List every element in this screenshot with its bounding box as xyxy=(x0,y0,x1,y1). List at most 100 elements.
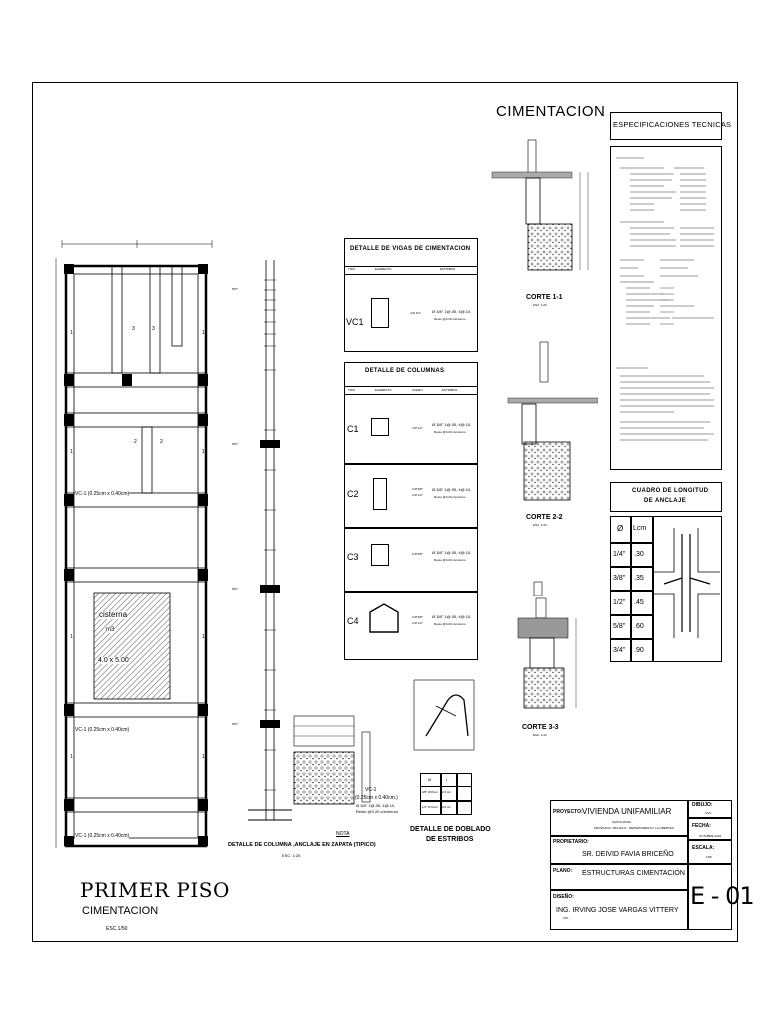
svg-text:1: 1 xyxy=(202,634,205,640)
svg-text:2: 2 xyxy=(134,439,137,445)
columna-c4-acero: 4 Ø 5/8" xyxy=(412,615,423,619)
columna-c1-estribos: Ø 3/8" 1@.05, 4@.10, xyxy=(432,422,472,427)
doblado-title: DETALLE DE DOBLADO xyxy=(410,826,491,833)
vc-dimensions: (0.25cm x 0.40cm.) xyxy=(355,795,398,801)
columnas-title: DETALLE DE COLUMNAS xyxy=(365,368,445,374)
anclaje-row1-phi: 1/4" xyxy=(613,551,626,558)
tb-plano-cell xyxy=(550,864,688,890)
vigas-table xyxy=(344,238,478,352)
anclaje-row5-l: .90 xyxy=(634,647,644,654)
columna-c3-acero: 6 Ø 5/8" xyxy=(412,552,423,556)
doblado-row2-r: 4.0 cm xyxy=(442,805,452,809)
anclaje-header-lcm: Lcm xyxy=(633,525,647,532)
tb-proyecto-label: PROYECTO: xyxy=(553,809,583,815)
anclaje-col-divider-2 xyxy=(652,516,654,662)
columna-c2-estribos: Ø 3/8" 1@.05, 4@.10, xyxy=(432,487,472,492)
cisterna-volume: m3 xyxy=(106,627,115,633)
tb-dibujo-label: DIBUJO: xyxy=(692,802,713,808)
anclaje-col-divider-1 xyxy=(630,516,632,662)
columna-c1-resto: Resto @0.20 c/extremo xyxy=(434,430,466,434)
tb-propietario-label: PROPIETARIO: xyxy=(553,839,589,845)
anclaje-drawing xyxy=(654,528,720,638)
anclaje-row3-l: .45 xyxy=(634,599,644,606)
vc-estribos: Ø 3/8" 1@.05, 4@.10, xyxy=(356,803,396,808)
plan-scale: ESC.1/50 xyxy=(106,926,128,932)
svg-text:1: 1 xyxy=(70,634,73,640)
tb-cip-label: CIP: xyxy=(563,916,569,920)
doblado-row1-r: 2.0 cm xyxy=(442,790,452,794)
svg-text:1: 1 xyxy=(70,754,73,760)
doblado-header-row xyxy=(420,773,472,787)
svg-text:NPT: NPT xyxy=(232,442,238,446)
svg-text:1: 1 xyxy=(70,330,73,336)
anclaje-row5-phi: 3/4" xyxy=(613,647,626,654)
doblado-col-divider-1 xyxy=(440,773,442,815)
columnas-divider-2 xyxy=(344,527,478,529)
tb-proyecto-cell xyxy=(550,800,688,836)
anclaje-title: CUADRO DE LONGITUD xyxy=(632,488,709,494)
doblado-row1-phi: 3/8" Ø 8mm xyxy=(422,790,438,794)
svg-text:3: 3 xyxy=(132,326,135,332)
anclaje-row-divider-2 xyxy=(610,566,652,568)
columna-c3-tipo: C3 xyxy=(347,552,359,562)
tb-diseno-label: DISEÑO: xyxy=(553,894,574,900)
anclaje-row4-l: .60 xyxy=(634,623,644,630)
doblado-header-r: r xyxy=(446,777,448,782)
spec-text-lines xyxy=(616,157,714,441)
columnas-header-acero: ACERO xyxy=(412,388,423,392)
tb-escala-value: 1/50 xyxy=(706,855,712,859)
vigas-header-tipo: TIPO xyxy=(348,267,356,271)
tb-fecha-cell xyxy=(688,818,732,840)
columna-c3-estribos: Ø 3/8" 1@.05, 4@.10, xyxy=(432,550,472,555)
vigas-row-estribos: Ø 3/8" 1@.05, 4@.10, xyxy=(432,309,472,314)
tb-fecha-value: OCTUBRE 2022 xyxy=(699,834,722,838)
tb-ubicacion-1: SANTA ROSA xyxy=(612,820,631,824)
svg-text:3: 3 xyxy=(152,326,155,332)
tb-dibujo-cell xyxy=(688,800,732,818)
tb-escala-cell xyxy=(688,840,732,864)
columna-c2-acero: 4 Ø 5/8" xyxy=(412,487,423,491)
cisterna-dimensions: 4.0 x 5.00 xyxy=(98,657,129,664)
corte-1-title: CORTE 1-1 xyxy=(526,294,563,301)
vc-resto: Resto @0.20 c/extremo xyxy=(356,809,399,814)
columna-c2-drawing xyxy=(373,478,387,510)
vigas-header-estribos: ESTRIBOS xyxy=(440,267,456,271)
corte-3-scale: ESC. 1:20 xyxy=(533,733,547,737)
columnas-header-tipo: TIPO xyxy=(348,388,356,392)
spec-title: ESPECIFICACIONES TECNICAS xyxy=(613,120,732,129)
cimentacion-title: CIMENTACION xyxy=(496,103,606,120)
columna-c2-acero2: 2 Ø 1/2" xyxy=(412,493,423,497)
anclaje-row-divider-3 xyxy=(610,590,652,592)
vigas-row-tipo: VC1 xyxy=(346,317,364,327)
anclaje-row-divider-1 xyxy=(610,542,652,544)
columnas-header-elemento: ELEMENTO xyxy=(375,388,392,392)
columna-c1-tipo: C1 xyxy=(347,424,359,434)
tb-escala-label: ESCALA: xyxy=(692,845,715,851)
anclaje-header-phi: Ø xyxy=(617,524,624,533)
anclaje-title-box xyxy=(610,482,722,512)
svg-text:NPT: NPT xyxy=(232,722,238,726)
doblado-row2-phi: 1/2" Ø 6mm xyxy=(422,805,438,809)
tb-dibujo-value: IJVV xyxy=(705,811,712,815)
detalle-columna-scale: ESC. 1:20 xyxy=(282,853,301,858)
nota-label: NOTA xyxy=(336,831,350,837)
columnas-divider-3 xyxy=(344,591,478,593)
anclaje-row4-phi: 5/8" xyxy=(613,623,626,630)
cortes-sections xyxy=(491,139,598,596)
svg-text:1: 1 xyxy=(202,449,205,455)
tb-lamina-cell xyxy=(688,864,732,930)
spec-title-box xyxy=(610,112,722,140)
anclaje-table xyxy=(610,516,722,662)
beam-label-vc1-c: VC-1 (0.25cm x 0.40cm) xyxy=(75,833,130,839)
tb-ubicacion-2: PROVINCIA: TRUJILLO - DEPARTAMENTO: LA L… xyxy=(594,826,674,830)
columna-c3-drawing xyxy=(371,544,389,566)
columna-c4-estribos: Ø 3/8" 1@.05, 4@.10, xyxy=(432,614,472,619)
tb-propietario-cell xyxy=(550,836,688,864)
columna-c1-drawing xyxy=(371,418,389,436)
vigas-title: DETALLE DE VIGAS DE CIMENTACION xyxy=(350,246,471,252)
vigas-row-resto: Resto @0.20 c/extremo xyxy=(434,317,466,321)
svg-text:2: 2 xyxy=(160,439,163,445)
doblado-header-phi: Ø xyxy=(428,777,432,782)
anclaje-row-divider-5 xyxy=(610,638,652,640)
